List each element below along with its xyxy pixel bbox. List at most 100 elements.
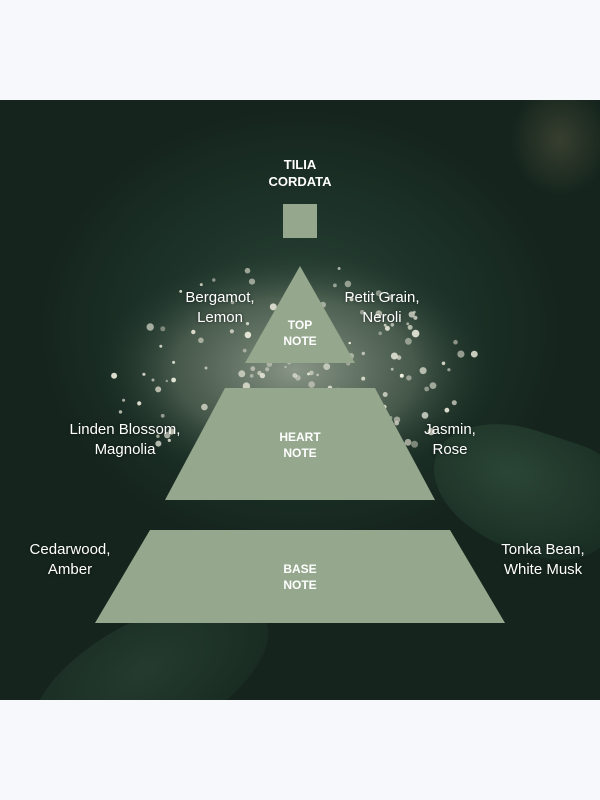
base-right-line-2: White Musk: [503, 561, 583, 578]
blossom-dot: [212, 278, 216, 282]
blossom-dot: [404, 438, 412, 446]
pyramid-base-tier: [95, 530, 505, 623]
blossom-dot: [142, 372, 146, 376]
base-right-line-1: Tonka Bean,: [501, 541, 585, 558]
blossom-dot: [198, 337, 204, 344]
pyramid-heart-tier: [165, 388, 435, 500]
blossom-dot: [160, 413, 165, 418]
blossom-dot: [344, 280, 352, 288]
blossom-dot: [457, 350, 465, 358]
base-note-right-ingredients: Tonka Bean, White Musk: [488, 540, 598, 580]
blossom-dot: [470, 350, 478, 358]
blossom-dot: [309, 370, 314, 376]
blossom-dot: [244, 267, 251, 274]
blossom-dot: [406, 375, 412, 381]
top-note-label-line-1: TOP: [287, 318, 313, 332]
blossom-dot: [151, 378, 155, 382]
blossom-dot: [248, 278, 256, 285]
blossom-dot: [382, 392, 388, 397]
heart-note-label-line-2: NOTE: [283, 446, 317, 460]
blossom-dot: [333, 283, 337, 288]
top-note-label: TOP NOTE: [240, 317, 360, 349]
blossom-dot: [160, 326, 166, 332]
blossom-dot: [427, 428, 435, 436]
blossom-dot: [444, 407, 450, 413]
base-note-label-line-1: BASE: [283, 562, 317, 576]
base-left-line-2: Amber: [47, 561, 93, 578]
top-note-label-line-2: NOTE: [283, 334, 317, 348]
blossom-dot: [199, 283, 203, 287]
heart-note-right-ingredients: Jasmin, Rose: [400, 420, 500, 460]
blossom-dot: [229, 329, 234, 334]
blossom-dot: [360, 310, 365, 315]
blossom-dot: [407, 324, 413, 330]
blossom-dot: [167, 438, 171, 442]
base-left-line-1: Cedarwood,: [29, 541, 111, 558]
blossom-dot: [390, 352, 398, 360]
blossom-dot: [323, 363, 331, 370]
blossom-dot: [419, 367, 427, 375]
base-note-label-line-2: NOTE: [283, 578, 317, 592]
heart-left-line-2: Magnolia: [94, 441, 156, 458]
title-square: [283, 204, 317, 238]
blossom-dot: [316, 373, 319, 377]
heart-left-line-1: Linden Blossom,: [69, 421, 181, 438]
top-right-line-2: Neroli: [362, 309, 402, 326]
blossom-dot: [375, 310, 383, 317]
blossom-dot: [155, 386, 162, 393]
blossom-dot: [337, 267, 341, 270]
blossom-dot: [179, 290, 183, 293]
blossom-dot: [171, 377, 176, 383]
blossom-dot: [453, 339, 458, 345]
top-left-line-2: Lemon: [197, 309, 243, 326]
blossom-dot: [122, 398, 126, 402]
blossom-dot: [447, 368, 451, 372]
blossom-dot: [411, 440, 419, 448]
blossom-dot: [408, 311, 415, 318]
blossom-dot: [284, 365, 287, 369]
blossom-dot: [159, 344, 163, 348]
blossom-dot: [146, 323, 154, 331]
blossom-dot: [361, 351, 365, 356]
blossom-dot: [387, 294, 394, 300]
blossom-dot: [429, 382, 437, 389]
top-right-line-1: Petit Grain,: [344, 289, 420, 306]
blossom-dot: [250, 366, 256, 372]
blossom-dot: [259, 372, 266, 379]
blossom-dot: [406, 322, 410, 326]
heart-note-left-ingredients: Linden Blossom, Magnolia: [55, 420, 195, 460]
blossom-dot: [399, 373, 404, 378]
product-image: TILIA CORDATA TOP NOTE HEART NOTE BASE N…: [0, 100, 600, 700]
blossom-dot: [441, 361, 446, 366]
heart-note-label: HEART NOTE: [240, 429, 360, 461]
blossom-dot: [384, 325, 390, 331]
blossom-dot: [405, 337, 412, 345]
pyramid-top-tier: [245, 266, 355, 363]
blossom-dot: [308, 381, 315, 388]
blossom-dot: [242, 348, 247, 353]
blossom-dot: [137, 401, 142, 406]
base-note-label: BASE NOTE: [240, 561, 360, 593]
blossom-dot: [156, 434, 160, 438]
blossom-dot: [168, 428, 175, 435]
blossom-dot: [375, 290, 382, 297]
blossom-dot: [378, 331, 383, 336]
blossom-dot: [242, 382, 251, 390]
blossom-dot: [269, 303, 277, 311]
blossom-dot: [164, 431, 171, 439]
blossom-dot: [292, 373, 298, 378]
page-title: TILIA CORDATA: [200, 156, 400, 190]
blossom-dot: [172, 360, 176, 364]
blossom-dot: [348, 341, 351, 345]
heart-right-line-2: Rose: [432, 441, 468, 458]
blossom-dot: [393, 416, 401, 423]
blossom-dot: [265, 367, 270, 372]
top-left-line-1: Bergamot,: [185, 289, 255, 306]
base-note-left-ingredients: Cedarwood, Amber: [15, 540, 125, 580]
blossom-dot: [451, 400, 457, 406]
blossom-dot: [191, 329, 196, 335]
blossom-dot: [390, 367, 394, 371]
blossom-dot: [204, 366, 208, 370]
blossom-dot: [245, 322, 250, 326]
blossom-dot: [230, 300, 235, 305]
